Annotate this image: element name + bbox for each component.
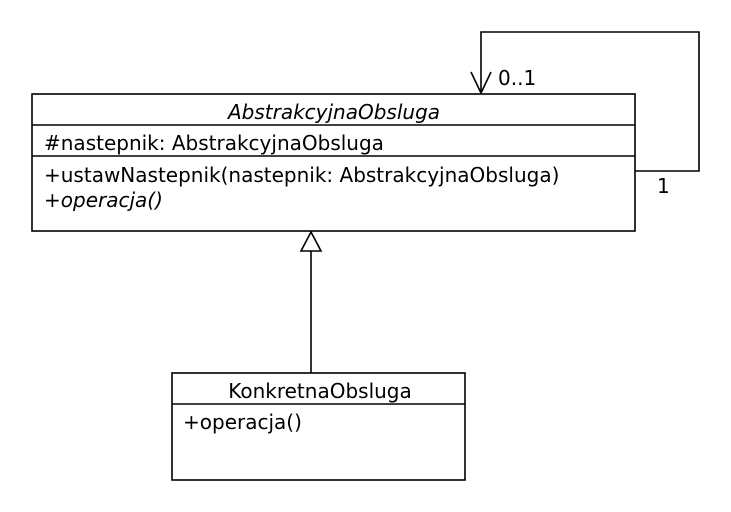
source-multiplicity: 1 xyxy=(657,174,670,198)
navigability-arrowhead xyxy=(470,71,492,95)
abstract-class-operation-set-successor: +ustawNastepnik(nastepnik: AbstrakcyjnaO… xyxy=(44,163,559,187)
generalization-arrowhead xyxy=(299,230,323,252)
concrete-class-box xyxy=(171,372,466,481)
concrete-class-operation: +operacja() xyxy=(183,410,302,434)
generalization xyxy=(299,230,323,373)
abstract-class-attribute: #nastepnik: AbstrakcyjnaObsluga xyxy=(44,131,384,155)
concrete-class-name: KonkretnaObsluga xyxy=(228,379,412,403)
abstract-class: AbstrakcyjnaObsluga #nastepnik: Abstrakc… xyxy=(31,93,636,232)
self-association: 0..1 1 xyxy=(470,31,700,198)
target-multiplicity: 0..1 xyxy=(498,66,536,90)
abstract-class-operation-abstract: +operacja() xyxy=(44,188,163,212)
abstract-class-box xyxy=(31,93,636,232)
self-association-line xyxy=(480,31,700,172)
abstract-class-name: AbstrakcyjnaObsluga xyxy=(226,100,440,124)
concrete-class: KonkretnaObsluga +operacja() xyxy=(171,372,466,481)
